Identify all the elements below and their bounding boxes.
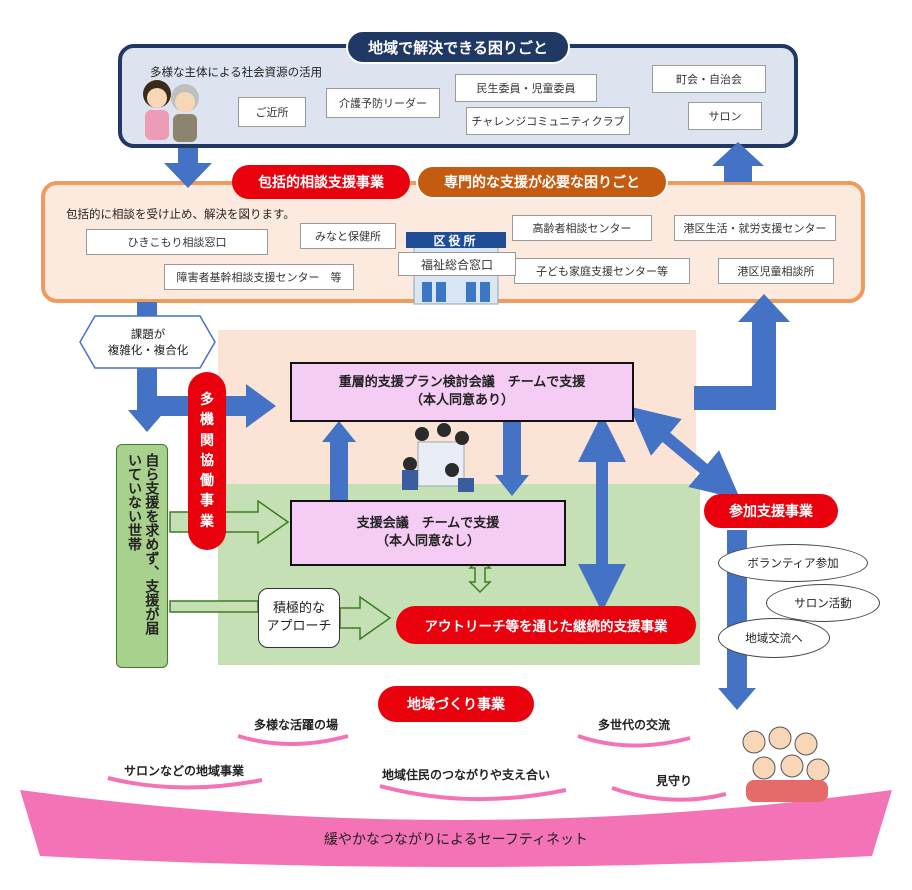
arrow-up-bar <box>330 440 348 500</box>
multilayer-meeting-box: 重層的支援プラン検討会議 チームで支援 （本人同意あり） <box>290 362 634 422</box>
crowd-illustration <box>742 726 830 802</box>
self-help-column-1: 自ら支援を求めず、支援が届 <box>143 453 160 635</box>
office-child-consultation: 港区児童相談所 <box>718 258 834 284</box>
multi-agency-char: 働 <box>200 473 214 490</box>
office-life-employment: 港区生活・就労支援センター <box>674 215 836 241</box>
community-item-salon-projects: サロンなどの地域事業 <box>124 764 245 778</box>
arrow-left-down-head <box>128 410 166 432</box>
participation-support-label: 参加支援事業 <box>704 494 838 528</box>
self-help-column-2: いていない世帯 <box>126 453 142 551</box>
middle-section-subtitle: 包括的に相談を受け止め、解決を図ります。 <box>66 207 295 221</box>
hollow-arrow-to-support <box>169 499 290 545</box>
arrow-right-vertical <box>752 320 776 410</box>
support-meeting-box: 支援会議 チームで支援 （本人同意なし） <box>290 500 566 566</box>
multi-agency-char: 機 <box>200 412 214 429</box>
top-section-subtitle: 多様な主体による社会資源の活用 <box>150 65 323 79</box>
safety-net-base <box>20 790 892 867</box>
self-help-household-box: 自ら支援を求めず、支援が届 いていない世帯 <box>116 444 168 668</box>
complex-issue-line-2: 複雑化・複合化 <box>107 343 189 357</box>
multilayer-meeting-line-2: （本人同意あり） <box>409 393 514 408</box>
community-item-mutual-support: 地域住民のつながりや支え合い <box>382 768 551 782</box>
complex-issue-line-1: 課題が <box>130 327 166 342</box>
proactive-line-2: アプローチ <box>266 619 332 634</box>
office-minato-health: みなと保健所 <box>300 223 396 249</box>
elderly-people-illustration <box>143 80 199 142</box>
city-hall-sign: 区役所 <box>433 233 479 248</box>
arrow-participation-head <box>718 688 756 710</box>
multi-agency-char: 事 <box>200 493 214 510</box>
community-item-diverse-roles: 多様な活躍の場 <box>254 718 339 732</box>
support-meeting-line-2: （本人同意なし） <box>375 534 480 549</box>
resource-gokinjo: ご近所 <box>238 97 306 127</box>
safety-net-label: 緩やかなつながりによるセーフティネット <box>324 832 588 848</box>
resource-care-leader: 介護予防リーダー <box>326 88 440 118</box>
community-arc-3 <box>107 776 263 790</box>
arrow-diagonal <box>629 406 741 500</box>
arrow-middle-to-top <box>712 142 764 182</box>
multi-agency-char: 協 <box>200 452 214 469</box>
arrow-left-branch-head <box>246 384 276 428</box>
complex-issue-hexagon <box>79 315 216 369</box>
office-disability-center: 障害者基幹相談支援センター 等 <box>164 264 354 290</box>
community-arc-4 <box>379 784 567 802</box>
participation-community: 地域交流へ <box>718 618 830 658</box>
welfare-window: 福祉総合窓口 <box>398 252 516 276</box>
resource-neighborhood-assoc: 町会・自治会 <box>652 65 766 93</box>
community-arc-5 <box>611 786 727 802</box>
community-item-intergenerational: 多世代の交流 <box>598 718 671 732</box>
resource-challenge-club: チャレンジコミュニティクラブ <box>466 107 630 135</box>
hollow-arrow-to-proactive <box>169 600 259 613</box>
office-hikikomori: ひきこもり相談窓口 <box>86 229 268 255</box>
meeting-illustration <box>402 423 474 492</box>
multi-agency-char: 多 <box>200 391 214 408</box>
hollow-arrow-to-outreach <box>339 595 392 641</box>
resource-welfare-commissioner: 民生委員・児童委員 <box>455 74 597 102</box>
resource-salon: サロン <box>688 102 762 130</box>
top-section-title: 地域で解決できる困りごと <box>346 30 570 64</box>
community-arc-2 <box>577 734 691 748</box>
multilayer-meeting-line-1: 重層的支援プラン検討会議 チームで支援 <box>338 374 586 390</box>
multi-agency-char: 関 <box>200 432 214 449</box>
multi-agency-label: 多 機 関 協 働 事 業 <box>188 372 226 550</box>
arrow-top-to-middle <box>164 148 212 188</box>
participation-volunteer: ボランティア参加 <box>718 544 868 582</box>
multi-agency-char: 業 <box>200 513 214 530</box>
office-elderly-center: 高齢者相談センター <box>512 215 652 241</box>
outreach-label: アウトリーチ等を通じた継続的支援事業 <box>396 606 696 644</box>
office-child-family: 子ども家庭支援センター等 <box>514 258 690 284</box>
arrow-down-bar <box>503 422 521 477</box>
community-item-watching: 見守り <box>656 774 693 788</box>
specialized-support-label: 専門的な支援が必要な困りごと <box>416 165 668 199</box>
comprehensive-consultation-label: 包括的相談支援事業 <box>232 165 410 199</box>
community-arc-1 <box>237 734 349 746</box>
participation-salon: サロン活動 <box>766 584 880 622</box>
community-building-label: 地域づくり事業 <box>378 686 534 722</box>
complex-issue-label: 課題が 複雑化・複合化 <box>88 320 208 366</box>
support-meeting-line-1: 支援会議 チームで支援 <box>356 515 500 531</box>
proactive-approach-box: 積極的な アプローチ <box>258 588 340 648</box>
arrow-up-head <box>322 421 356 442</box>
arrow-right-up-head <box>738 294 790 322</box>
proactive-line-1: 積極的な <box>272 601 325 617</box>
arrow-down-head <box>495 475 529 496</box>
